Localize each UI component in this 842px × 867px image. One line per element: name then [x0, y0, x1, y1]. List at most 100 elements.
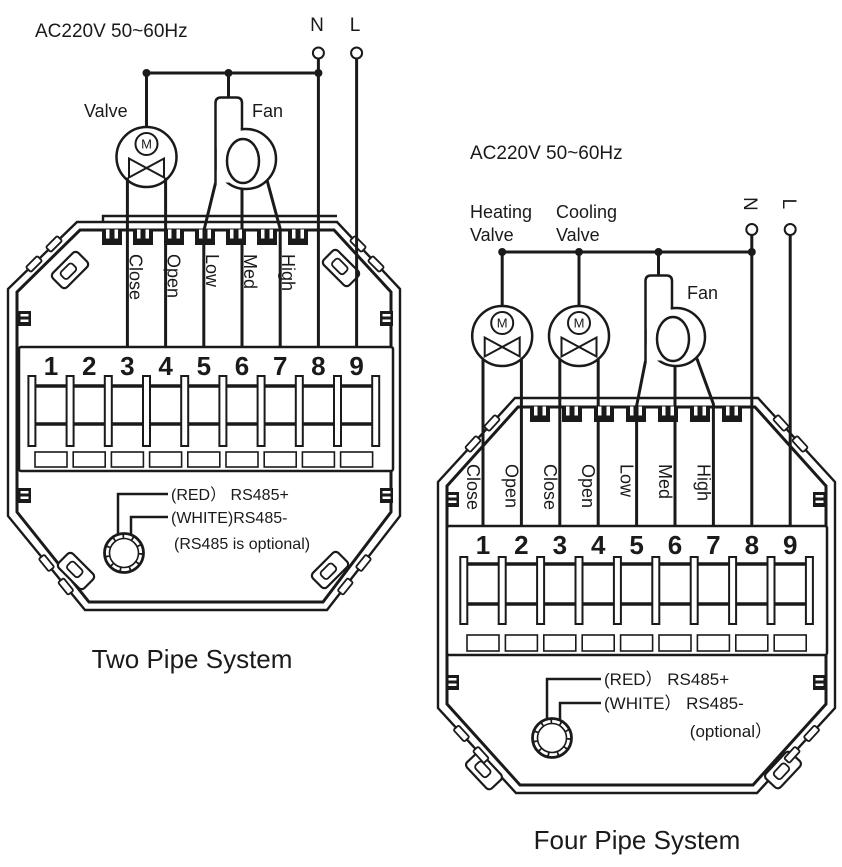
rs485-white-label: (WHITE)RS485-: [171, 510, 287, 527]
wire-label-low: Low: [617, 464, 637, 498]
live-label: L: [350, 15, 361, 36]
wire-clamp-icon: [690, 406, 710, 422]
wire-clamp-icon: [594, 406, 614, 422]
wire-clamp-icon: [562, 406, 582, 422]
neutral-terminal-circle: [311, 46, 325, 60]
terminal-slot: [263, 451, 298, 468]
edge-notch: [772, 414, 790, 432]
terminal-slot: [581, 634, 616, 652]
terminal-number: 4: [591, 530, 606, 560]
cooling-valve-icon: M: [547, 304, 611, 368]
four-pipe-system: 1 2 3 4 5 6 7 8 9 M M: [436, 143, 837, 855]
cooling-valve-label-line1: Cooling: [556, 202, 617, 222]
wire-label-open: Open: [164, 254, 184, 298]
wire-label-high: High: [278, 254, 298, 291]
edge-notch: [453, 724, 470, 743]
terminal-pin: [459, 556, 469, 625]
terminal-number: 9: [783, 530, 797, 560]
terminal-pin: [689, 556, 699, 625]
terminal-pin: [612, 556, 622, 625]
terminal-slot: [339, 451, 374, 468]
terminal-slot: [72, 451, 106, 468]
terminal-number: 3: [120, 351, 134, 381]
motor-letter: M: [497, 316, 508, 331]
heating-valve-icon: M: [470, 304, 534, 368]
terminal-slot: [148, 451, 183, 468]
terminal-number: 4: [158, 351, 173, 381]
terminal-pin: [256, 375, 266, 447]
mounting-clip-icon: [464, 751, 504, 791]
wire-clamp-icon: [288, 229, 308, 245]
edge-notch: [483, 414, 501, 432]
terminal-slot: [542, 634, 577, 652]
two-pipe-system: 1 2 3 4 5 6 7 8 9 M: [6, 15, 402, 674]
wire-clamp-icon: [164, 229, 184, 245]
terminal-number: 1: [44, 351, 58, 381]
fan-label: Fan: [252, 101, 283, 121]
wire-clamp-icon: [626, 406, 646, 422]
terminal-pin: [728, 556, 738, 625]
edge-notch: [791, 435, 809, 453]
edge-notch: [25, 255, 43, 273]
terminal-strip: 1 2 3 4 5 6 7 8 9: [445, 524, 829, 657]
edge-notch: [57, 577, 74, 596]
edge-notch: [337, 577, 354, 596]
valve-icon: M: [115, 125, 178, 189]
edge-notch: [38, 554, 55, 572]
edge-notch: [355, 554, 372, 572]
terminal-slot: [619, 634, 654, 652]
terminal-pin: [371, 375, 381, 447]
terminal-pin: [536, 556, 546, 625]
rs485-note-label: (optional）: [690, 722, 772, 741]
side-tab-icon: [18, 311, 393, 503]
terminal-number: 1: [476, 530, 490, 560]
motor-letter: M: [141, 137, 152, 152]
edge-notch: [803, 724, 820, 743]
wire-clamps: [530, 406, 742, 422]
wiring: [125, 46, 364, 347]
terminal-number: 8: [311, 351, 325, 381]
edge-notch: [783, 746, 801, 764]
terminal-strip: 1 2 3 4 5 6 7 8 9: [17, 345, 395, 473]
terminal-slot: [225, 451, 259, 468]
valve-label: Valve: [84, 101, 128, 121]
wire-label-close-1: Close: [463, 464, 483, 510]
terminal-pin: [294, 375, 304, 447]
terminal-pin: [497, 556, 507, 625]
diagram-title: Four Pipe System: [534, 825, 741, 855]
terminal-pin: [574, 556, 584, 625]
wire-label-med: Med: [240, 254, 260, 289]
heating-valve-label-line1: Heating: [470, 202, 532, 222]
heating-valve-label-line2: Valve: [470, 225, 514, 245]
terminal-pin: [27, 375, 37, 447]
terminal-number: 7: [273, 351, 287, 381]
wire-clamp-icon: [658, 406, 678, 422]
terminal-slot: [504, 634, 539, 652]
rs485-connector-icon: [103, 492, 168, 574]
side-tab-icon: [446, 492, 826, 690]
rs485-connector-icon: [531, 677, 601, 759]
terminal-pin: [651, 556, 661, 625]
terminal-number: 3: [553, 530, 567, 560]
terminal-number: 8: [745, 530, 759, 560]
top-lip-line: [101, 214, 337, 222]
terminal-pin: [103, 375, 113, 447]
terminal-number: 6: [235, 351, 249, 381]
terminal-pin: [333, 375, 342, 447]
rs485-note-label: (RS485 is optional): [174, 536, 310, 553]
junction-dot: [498, 248, 507, 256]
junction-dot: [575, 248, 583, 256]
terminal-number: 7: [706, 530, 720, 560]
neutral-label: N: [739, 197, 760, 211]
wire-high: [265, 179, 282, 347]
wire-clamp-icon: [530, 406, 550, 422]
terminal-slot: [466, 634, 500, 652]
neutral-label: N: [310, 15, 324, 36]
junction-dot: [224, 69, 233, 77]
fan-label: Fan: [687, 283, 718, 303]
mounting-clip-icon: [56, 551, 96, 591]
wire-label-open-1: Open: [501, 464, 521, 508]
motor-letter: M: [574, 316, 585, 331]
wire-clamp-icon: [102, 229, 122, 245]
